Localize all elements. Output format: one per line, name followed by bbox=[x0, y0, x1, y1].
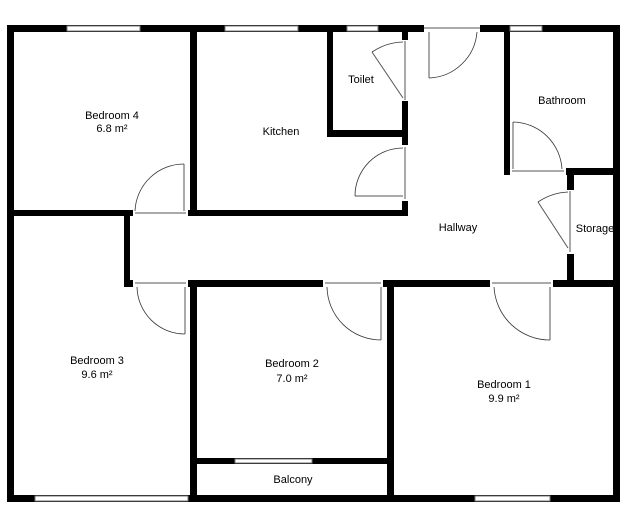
bedroom1-area: 9.9 m² bbox=[488, 393, 520, 405]
bedroom4-door[interactable] bbox=[133, 163, 188, 216]
bathroom-door[interactable] bbox=[510, 121, 566, 175]
entrance-door[interactable] bbox=[424, 25, 480, 79]
bedroom1-door[interactable] bbox=[490, 280, 553, 341]
bedroom3-label: Bedroom 3 bbox=[70, 355, 124, 367]
storage-door[interactable] bbox=[537, 190, 574, 254]
bedroom2-door[interactable] bbox=[323, 280, 383, 341]
hallway-label: Hallway bbox=[439, 222, 478, 234]
toilet-label: Toilet bbox=[348, 74, 374, 86]
walls bbox=[7, 25, 620, 502]
toilet-door[interactable] bbox=[371, 40, 408, 101]
windows bbox=[34, 25, 551, 502]
bedroom1-label: Bedroom 1 bbox=[477, 379, 531, 391]
kitchen-door[interactable] bbox=[354, 145, 408, 201]
bedroom3-door[interactable] bbox=[133, 280, 188, 335]
bedroom4-label: Bedroom 4 bbox=[85, 110, 139, 122]
bedroom2-label: Bedroom 2 bbox=[265, 358, 319, 370]
bedroom2-area: 7.0 m² bbox=[276, 373, 308, 385]
bathroom-label: Bathroom bbox=[538, 95, 586, 107]
doors bbox=[133, 25, 574, 341]
bedroom4-area: 6.8 m² bbox=[96, 123, 128, 135]
bedroom3-area: 9.6 m² bbox=[81, 369, 113, 381]
kitchen-label: Kitchen bbox=[263, 126, 300, 138]
storage-label: Storage bbox=[576, 223, 615, 235]
balcony-label: Balcony bbox=[273, 474, 313, 486]
room-labels: Bedroom 4 6.8 m² Kitchen Toilet Bathroom… bbox=[70, 74, 614, 486]
